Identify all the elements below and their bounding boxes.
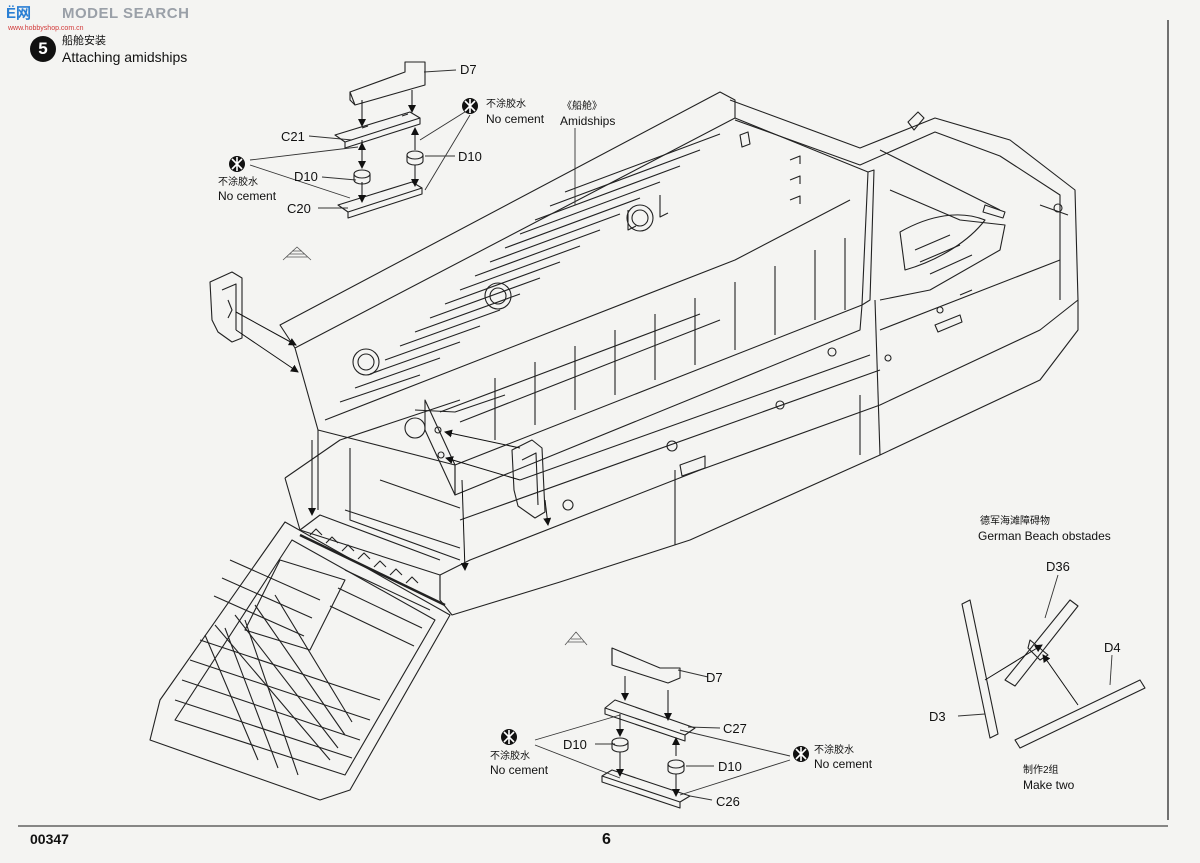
part-label-d7-bottom: D7 bbox=[706, 670, 723, 685]
amidships-part bbox=[279, 91, 875, 496]
amidships-label-cn: 《船舱》 bbox=[562, 101, 602, 112]
landing-ramp bbox=[149, 521, 451, 801]
part-label-d3: D3 bbox=[929, 709, 946, 724]
direction-arrow-icon bbox=[282, 246, 588, 646]
no-cement-en-top-left: No cement bbox=[218, 189, 277, 203]
no-cement-cn-top-left: 不涂胶水 bbox=[218, 177, 258, 188]
obstacles-label-en: German Beach obstades bbox=[978, 529, 1111, 543]
watermark-url: www.hobbyshop.com.cn bbox=[8, 25, 84, 32]
part-label-d10-bottom-right: D10 bbox=[718, 759, 742, 774]
part-label-c20: C20 bbox=[287, 201, 311, 216]
part-label-c21: C21 bbox=[281, 129, 305, 144]
part-label-d10-top-right: D10 bbox=[458, 149, 482, 164]
obstacles-label-cn: 德军海滩障碍物 bbox=[980, 516, 1050, 527]
top-sub-assembly bbox=[334, 61, 426, 219]
watermark-logo-en: MODEL SEARCH bbox=[62, 5, 190, 22]
no-cement-cn-top-right: 不涂胶水 bbox=[486, 99, 526, 110]
step-number-badge: 5 bbox=[30, 36, 56, 62]
side-fitting-right bbox=[511, 439, 546, 519]
amidships-label-en: Amidships bbox=[560, 114, 616, 128]
part-label-c26: C26 bbox=[716, 794, 740, 809]
part-label-d10-top-left: D10 bbox=[294, 169, 318, 184]
part-label-d36: D36 bbox=[1046, 559, 1070, 574]
obstacle-arrows bbox=[984, 644, 1079, 706]
hull-rear bbox=[439, 99, 1079, 616]
top-assembly-arrows bbox=[358, 90, 419, 203]
product-code: 00347 bbox=[30, 831, 69, 847]
bottom-assembly-arrows bbox=[616, 676, 680, 797]
beach-obstacle-parts bbox=[961, 599, 1146, 749]
hull-front bbox=[284, 399, 461, 600]
no-cement-cn-bottom-right: 不涂胶水 bbox=[814, 745, 854, 756]
make-two-cn: 制作2组 bbox=[1023, 765, 1059, 776]
watermark-logo-cn: Ё网 bbox=[6, 5, 32, 22]
make-two-en: Make two bbox=[1023, 778, 1075, 792]
no-cement-en-bottom-left: No cement bbox=[490, 763, 549, 777]
step-title-en: Attaching amidships bbox=[62, 49, 188, 65]
part-label-d4: D4 bbox=[1104, 640, 1121, 655]
page-number: 6 bbox=[602, 831, 611, 848]
part-label-d7-top: D7 bbox=[460, 62, 477, 77]
no-cement-cn-bottom-left: 不涂胶水 bbox=[490, 751, 530, 762]
no-cement-en-bottom-right: No cement bbox=[814, 757, 873, 771]
side-fitting-left bbox=[209, 271, 243, 343]
part-label-d10-bottom-left: D10 bbox=[563, 737, 587, 752]
part-label-c27: C27 bbox=[723, 721, 747, 736]
no-cement-en-top-right: No cement bbox=[486, 112, 545, 126]
step-title-cn: 船舱安装 bbox=[62, 35, 106, 47]
bottom-sub-assembly bbox=[601, 647, 696, 809]
